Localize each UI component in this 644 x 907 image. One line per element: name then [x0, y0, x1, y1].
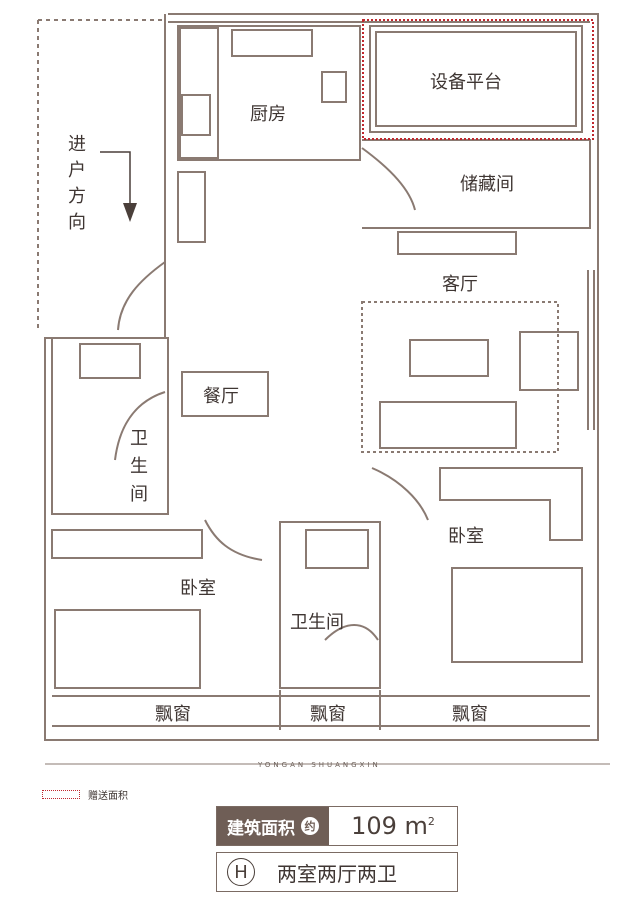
stove [181, 94, 211, 136]
bed-right [451, 567, 583, 663]
entry-door-arc [117, 261, 166, 331]
bay-window-dividers [279, 690, 381, 730]
area-label: 建筑面积 约 [217, 807, 329, 845]
dining-table [181, 371, 269, 417]
coffee-table [409, 339, 489, 377]
bed-left [54, 609, 201, 689]
area-label-text: 建筑面积 [227, 818, 295, 839]
kitchen-outline [177, 25, 361, 161]
label-dining: 餐厅 [203, 386, 239, 407]
label-living: 客厅 [442, 274, 478, 295]
bath2-door [324, 624, 379, 641]
label-bay-mid: 飘窗 [310, 704, 346, 725]
label-entry-1: 进 [68, 134, 86, 155]
label-bedroom-right: 卧室 [448, 526, 484, 547]
fridge [321, 71, 347, 103]
bath1-door [114, 391, 166, 461]
wardrobe-right [439, 467, 583, 541]
bedroom-left-door [204, 519, 263, 561]
wardrobe-left [51, 529, 203, 559]
kitchen-counter-top [231, 29, 313, 57]
info-panel: 建筑面积 约 109 m2 H 两室两厅两卫 [216, 806, 458, 892]
storage-door [361, 147, 416, 211]
brand-strip-text: YONGAN SHUANGXIN [257, 761, 381, 769]
label-bay-left: 飘窗 [155, 704, 191, 725]
area-row: 建筑面积 约 109 m2 [216, 806, 458, 846]
label-bath1-1: 卫 [130, 428, 148, 449]
area-exp: 2 [427, 815, 435, 828]
label-entry-3: 方 [68, 186, 86, 207]
label-bath2: 卫生间 [290, 612, 344, 633]
legend-label: 赠送面积 [88, 791, 128, 802]
label-bedroom-left: 卧室 [180, 578, 216, 599]
bath2-shower [305, 529, 369, 569]
bath1-outline [51, 337, 169, 515]
corridor-wall [177, 171, 206, 243]
label-entry-2: 户 [68, 160, 86, 181]
label-bath1-2: 生 [130, 456, 148, 477]
legend: 赠送面积 [42, 787, 128, 802]
entry-arrow [100, 151, 131, 205]
entry-boundary [37, 19, 165, 330]
area-number: 109 [351, 812, 397, 840]
type-row: H 两室两厅两卫 [216, 852, 458, 892]
label-storage: 储藏间 [460, 174, 514, 195]
unit-type-letter: H [227, 858, 255, 886]
kitchen-counter [179, 27, 219, 159]
unit-type-name: 两室两厅两卫 [277, 861, 397, 886]
bedroom-right-door [371, 467, 429, 521]
label-equipment-platform: 设备平台 [430, 72, 502, 93]
platform-inner [369, 25, 583, 133]
living-window [587, 270, 595, 430]
label-bay-right: 飘窗 [452, 704, 488, 725]
area-unit: m [404, 812, 428, 840]
gift-area-outline [362, 19, 594, 140]
approx-badge: 约 [301, 817, 319, 835]
label-entry-4: 向 [68, 212, 86, 233]
legend-swatch [42, 790, 80, 799]
label-kitchen: 厨房 [250, 104, 286, 125]
tv-cabinet [397, 231, 517, 255]
sofa [379, 401, 517, 449]
bath2-outline [279, 521, 381, 689]
rug [361, 301, 559, 453]
area-value: 109 m2 [329, 812, 457, 840]
armchair [519, 331, 579, 391]
bay-window-sill [52, 695, 590, 727]
floor-plan: 设备平台 厨房 储藏间 客厅 餐厅 卫 生 间 卧室 卫生间 卧室 飘窗 飘窗 … [37, 13, 610, 769]
bath1-shower [79, 343, 141, 379]
entry-arrowhead [123, 203, 137, 222]
label-bath1-3: 间 [130, 484, 148, 505]
platform-inner2 [375, 31, 577, 127]
